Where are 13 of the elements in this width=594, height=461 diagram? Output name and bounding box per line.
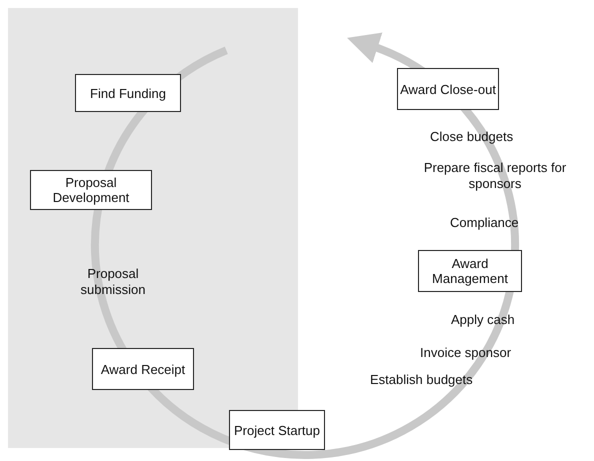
stage-box: Award Close-out — [397, 68, 499, 110]
stage-box: Award Management — [418, 250, 522, 292]
stage-box: Award Receipt — [92, 348, 194, 390]
stage-box: Proposal Development — [30, 170, 152, 210]
step-label: Prepare fiscal reports for sponsors — [422, 160, 568, 192]
step-label: Apply cash — [451, 312, 516, 328]
step-label: Invoice sponsor — [420, 345, 512, 361]
stage-box: Project Startup — [229, 410, 325, 450]
stage-box: Find Funding — [75, 74, 181, 112]
step-label: Close budgets — [430, 129, 514, 145]
step-label: Compliance — [450, 215, 520, 231]
step-label: Establish budgets — [370, 372, 474, 388]
step-label: Proposal submission — [79, 266, 147, 298]
